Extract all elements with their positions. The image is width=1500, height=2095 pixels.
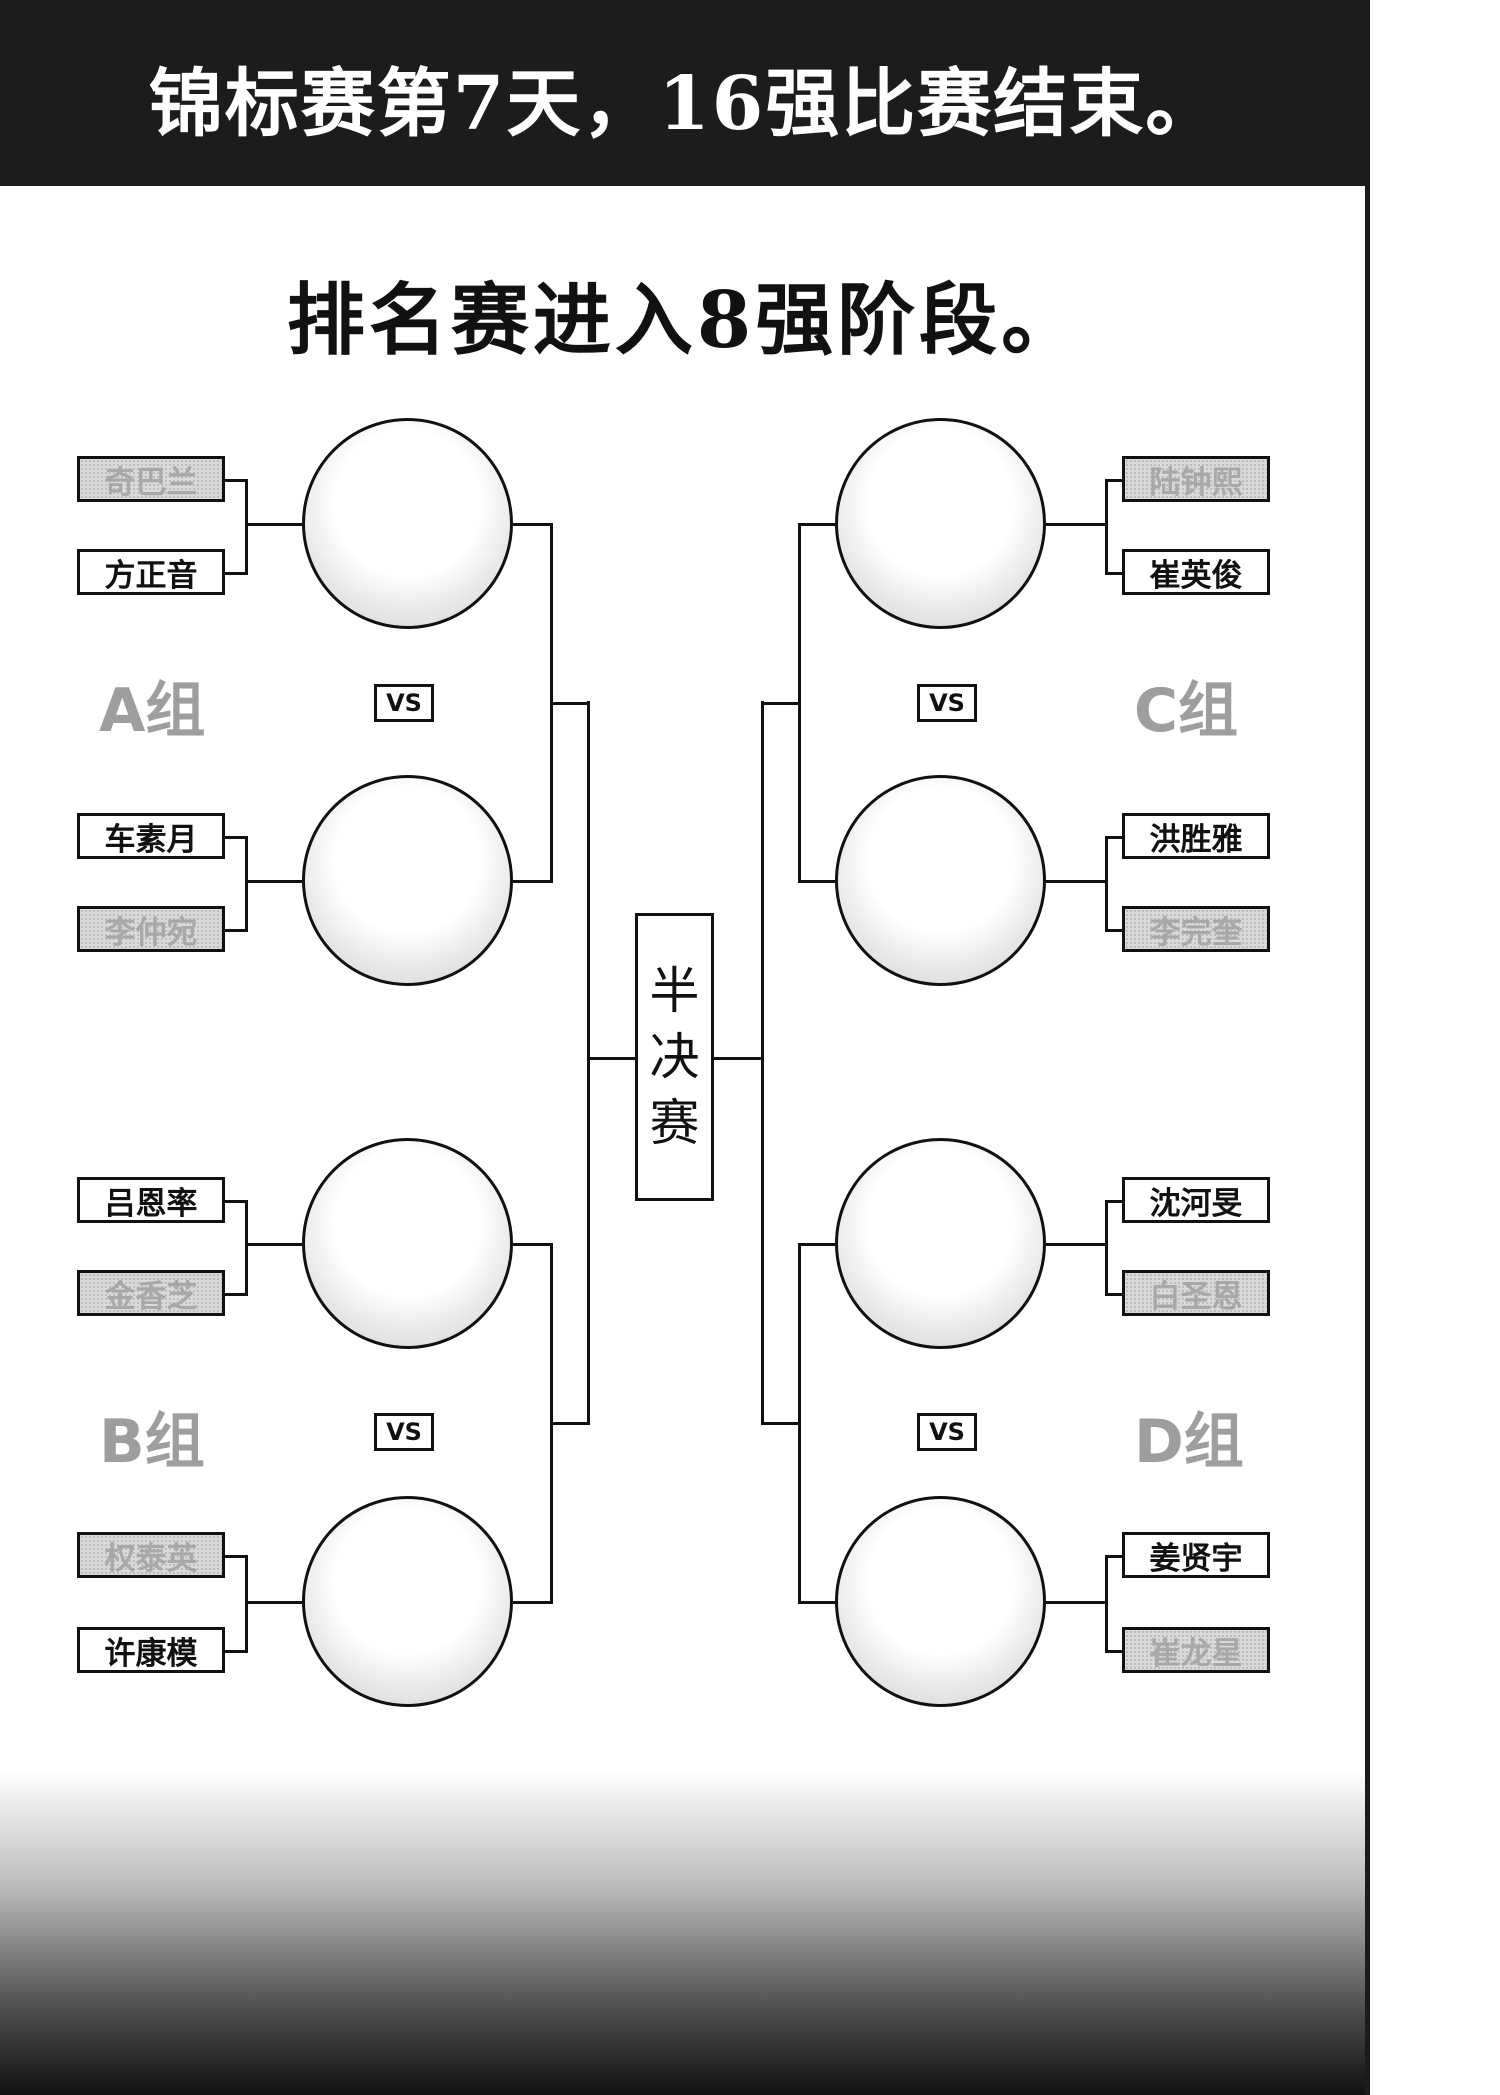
bracket-line xyxy=(798,1243,835,1246)
bracket-line xyxy=(1046,1601,1106,1604)
group-label: A组 xyxy=(99,676,206,746)
group-label: C组 xyxy=(1134,676,1239,746)
player-name-advanced: 吕恩率 xyxy=(77,1177,225,1223)
bracket-line xyxy=(1105,572,1122,575)
bracket-line xyxy=(225,1650,245,1653)
player-portrait xyxy=(835,1496,1046,1707)
player-name-advanced: 姜贤宇 xyxy=(1122,1532,1270,1578)
bracket-line xyxy=(587,1057,635,1060)
manga-page: 锦标赛第7天，16强比赛结束。 排名赛进入8强阶段。 奇巴兰方正音车素月李仲宛 A… xyxy=(0,0,1370,2095)
bracket-line xyxy=(245,1601,302,1604)
bracket-line xyxy=(1105,1200,1108,1296)
semifinal-char: 赛 xyxy=(649,1094,700,1152)
bracket-line xyxy=(225,1200,245,1203)
vs-badge: VS xyxy=(374,1413,434,1451)
bracket-line xyxy=(513,1601,550,1604)
bracket-line xyxy=(225,836,245,839)
bracket-line xyxy=(1046,880,1106,883)
semifinal-char: 决 xyxy=(649,1028,700,1086)
bracket-line xyxy=(1105,1555,1122,1558)
vs-badge: VS xyxy=(374,684,434,722)
vs-badge: VS xyxy=(917,1413,977,1451)
player-name-eliminated: 金香芝 xyxy=(77,1270,225,1316)
bracket-line xyxy=(513,523,550,526)
bracket-line xyxy=(761,1422,798,1425)
bracket-line xyxy=(761,702,798,705)
bracket-line xyxy=(1105,929,1122,932)
bracket-line xyxy=(1105,1555,1108,1653)
bracket-line xyxy=(225,572,245,575)
bracket-line xyxy=(761,701,764,1425)
bracket-line xyxy=(245,1555,248,1653)
bracket-line xyxy=(245,1243,302,1246)
bracket-line xyxy=(513,880,550,883)
player-name-advanced: 洪胜雅 xyxy=(1122,813,1270,859)
bracket-line xyxy=(1046,523,1106,526)
bracket-line xyxy=(798,1601,835,1604)
bracket-line xyxy=(225,1555,245,1558)
bracket-line xyxy=(587,701,590,1425)
bracket-line xyxy=(245,523,302,526)
player-name-eliminated: 奇巴兰 xyxy=(77,456,225,502)
bracket-line xyxy=(1105,479,1108,575)
player-name-eliminated: 崔龙星 xyxy=(1122,1627,1270,1673)
page-subtitle: 排名赛进入8强阶段。 xyxy=(286,275,1084,366)
semifinal-box: 半 决 赛 xyxy=(635,913,714,1201)
bracket-line xyxy=(1105,1650,1122,1653)
bracket-line xyxy=(798,880,835,883)
bracket-line xyxy=(245,836,248,932)
bracket-line xyxy=(225,1293,245,1296)
group-label: D组 xyxy=(1134,1407,1244,1477)
player-name-eliminated: 李仲宛 xyxy=(77,906,225,952)
bracket-line xyxy=(1105,836,1122,839)
player-name-advanced: 许康模 xyxy=(77,1627,225,1673)
player-portrait xyxy=(302,418,513,629)
player-name-eliminated: 权泰英 xyxy=(77,1532,225,1578)
group-label: B组 xyxy=(99,1407,205,1477)
player-name-advanced: 崔英俊 xyxy=(1122,549,1270,595)
bracket-line xyxy=(225,929,245,932)
bracket-line xyxy=(513,1243,550,1246)
bracket-line xyxy=(1105,1293,1122,1296)
bracket-line xyxy=(798,1243,801,1604)
page-title: 锦标赛第7天，16强比赛结束。 xyxy=(148,61,1222,147)
vs-badge: VS xyxy=(917,684,977,722)
bracket-line xyxy=(1105,479,1122,482)
bracket-line xyxy=(245,479,248,575)
player-portrait xyxy=(302,1138,513,1349)
bracket-line xyxy=(550,1422,587,1425)
bracket-line xyxy=(245,880,302,883)
player-name-advanced: 方正音 xyxy=(77,549,225,595)
player-portrait xyxy=(302,775,513,986)
player-name-eliminated: 陆钟熙 xyxy=(1122,456,1270,502)
player-portrait xyxy=(835,1138,1046,1349)
player-portrait xyxy=(835,418,1046,629)
player-name-eliminated: 白圣恩 xyxy=(1122,1270,1270,1316)
bracket-line xyxy=(245,1200,248,1296)
bracket-line xyxy=(225,479,245,482)
player-name-eliminated: 李完奎 xyxy=(1122,906,1270,952)
player-portrait xyxy=(302,1496,513,1707)
player-name-advanced: 沈河旻 xyxy=(1122,1177,1270,1223)
bottom-gradient xyxy=(0,1770,1365,2095)
bracket-line xyxy=(1046,1243,1106,1246)
bracket-line xyxy=(798,523,835,526)
bracket-line xyxy=(1105,836,1108,932)
header-bar: 锦标赛第7天，16强比赛结束。 xyxy=(0,0,1370,186)
bracket-line xyxy=(550,702,587,705)
bracket-line xyxy=(714,1057,762,1060)
bracket-line xyxy=(1105,1200,1122,1203)
player-name-advanced: 车素月 xyxy=(77,813,225,859)
semifinal-char: 半 xyxy=(649,962,700,1020)
player-portrait xyxy=(835,775,1046,986)
bracket-line xyxy=(798,523,801,883)
